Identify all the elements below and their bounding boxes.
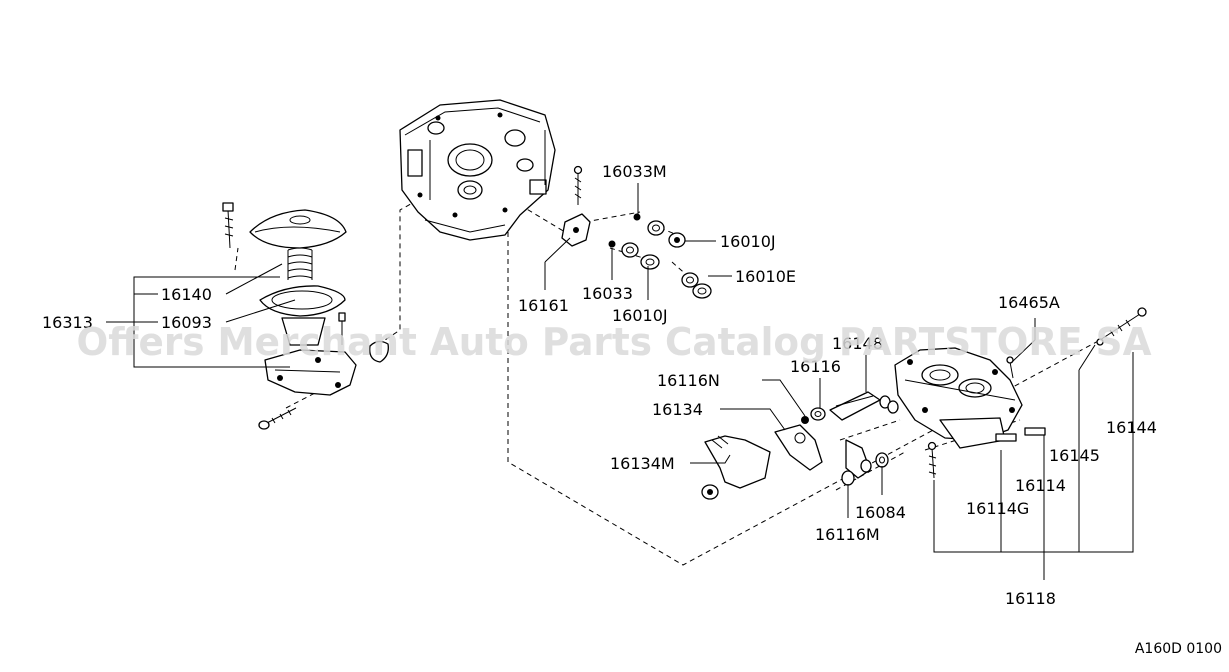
carburetor-main-body [399, 99, 556, 241]
diaphragm-assembly [222, 202, 389, 430]
label-16033: 16033 [582, 284, 633, 303]
label-16465A: 16465A [998, 293, 1060, 312]
label-16148: 16148 [832, 334, 883, 353]
label-16114: 16114 [1015, 476, 1066, 495]
linkage-parts [701, 391, 899, 500]
label-16118: 16118 [1005, 589, 1056, 608]
label-16033M: 16033M [602, 162, 667, 181]
label-16093: 16093 [161, 313, 212, 332]
label-16134M: 16134M [610, 454, 675, 473]
watermark: Offers Merchant Auto Parts Catalog PARTS… [77, 320, 1153, 364]
label-16010J-top: 16010J [720, 232, 776, 251]
label-16313: 16313 [42, 313, 93, 332]
diagram-code: A160D 0100 [1135, 641, 1222, 657]
part-labels: 16033M 16010J 16010E 16161 16033 16010J … [42, 162, 1157, 608]
label-16116M: 16116M [815, 525, 880, 544]
label-16134: 16134 [652, 400, 703, 419]
throttle-body-assembly [894, 307, 1147, 479]
label-16114G: 16114G [966, 499, 1029, 518]
label-16116: 16116 [790, 357, 841, 376]
label-16010E: 16010E [735, 267, 796, 286]
label-16140: 16140 [161, 285, 212, 304]
label-16116N: 16116N [657, 371, 720, 390]
label-16010J-bottom: 16010J [612, 306, 668, 325]
label-16145: 16145 [1049, 446, 1100, 465]
label-16084: 16084 [855, 503, 906, 522]
leader-lines [106, 183, 1134, 580]
upper-small-parts [561, 165, 712, 299]
label-16144: 16144 [1106, 418, 1157, 437]
label-16161: 16161 [518, 296, 569, 315]
